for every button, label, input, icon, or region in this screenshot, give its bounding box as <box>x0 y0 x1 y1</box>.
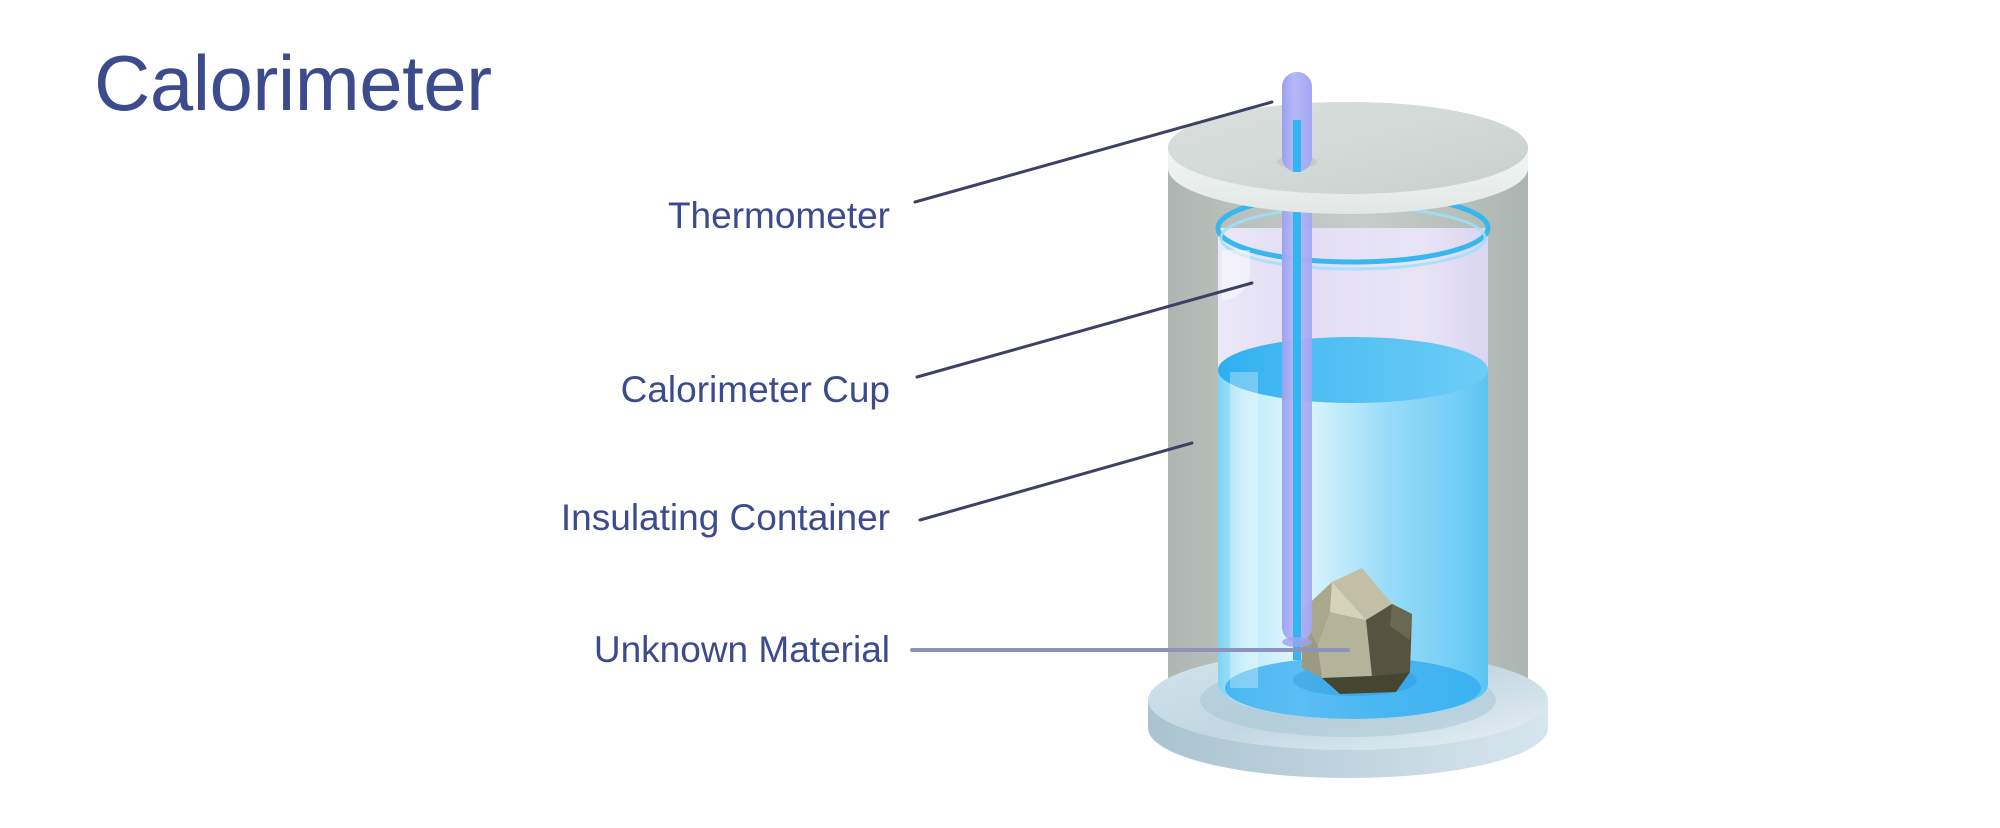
label-unknown-material: Unknown Material <box>593 629 890 670</box>
water-surface <box>1218 337 1488 403</box>
leader-line-thermometer <box>913 100 1274 204</box>
rock-facet-right-top <box>1390 604 1412 640</box>
leader-lines <box>910 100 1350 652</box>
page-title: Calorimeter <box>94 39 492 127</box>
thermometer-tip <box>1282 637 1312 647</box>
unknown-material-rock <box>1293 568 1417 696</box>
water-highlight <box>1230 372 1258 688</box>
leader-line-cup <box>915 281 1254 379</box>
rock-facet-highlight <box>1330 582 1366 620</box>
lid <box>1168 102 1528 214</box>
thermometer-above-lid <box>1282 72 1312 172</box>
label-calorimeter-cup: Calorimeter Cup <box>620 369 890 410</box>
rock-facet-front-left <box>1318 612 1372 678</box>
calorimeter-cup-glass-highlight <box>1222 250 1250 300</box>
lid-top <box>1168 102 1528 194</box>
rock-facet-left-upper <box>1300 582 1332 646</box>
label-insulating-container: Insulating Container <box>560 497 890 538</box>
leader-line-insulating-container <box>918 441 1194 522</box>
thermometer <box>1282 72 1312 660</box>
rock-facet-bottom <box>1322 672 1410 694</box>
thermometer-fluid <box>1293 120 1301 660</box>
label-thermometer: Thermometer <box>667 195 890 236</box>
thermometer-fluid-top <box>1293 120 1301 172</box>
